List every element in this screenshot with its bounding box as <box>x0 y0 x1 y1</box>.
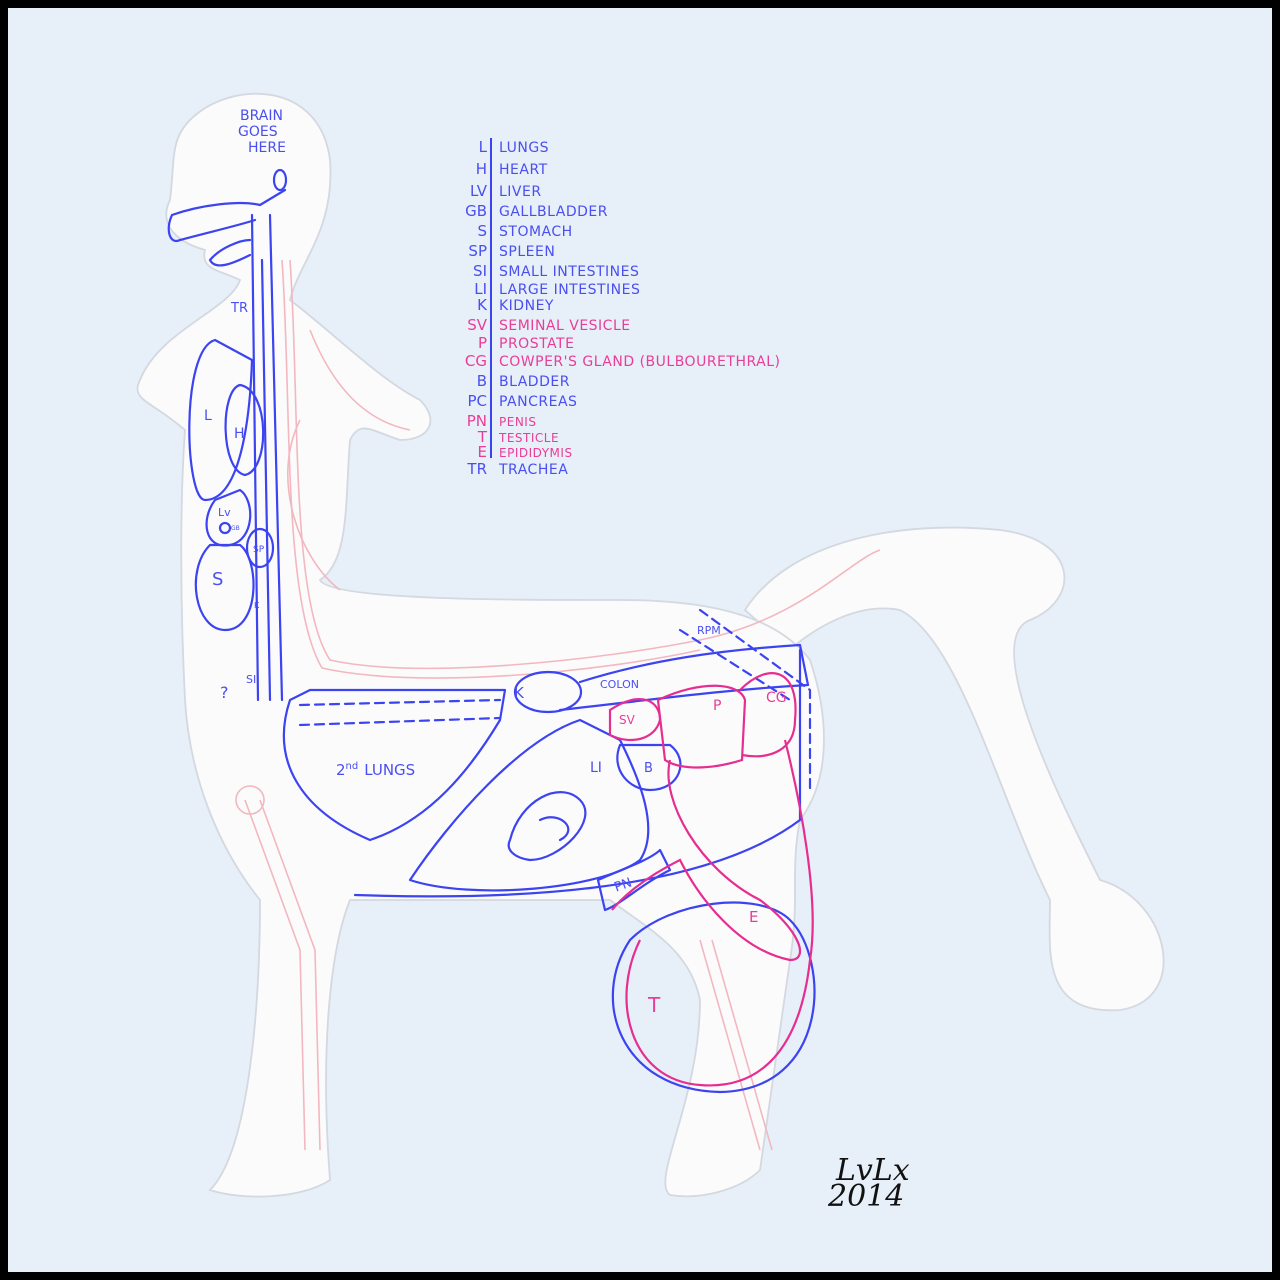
legend-key: S <box>477 222 487 240</box>
signature-year: 2014 <box>827 1179 904 1214</box>
label-rpm: RPM <box>697 624 721 637</box>
anatomy-illustration: BRAIN GOES HERE TR L H Lv GB SP S K ? SI… <box>136 92 1165 1214</box>
legend-key: P <box>478 334 487 352</box>
legend-name: SEMINAL VESICLE <box>499 318 631 334</box>
signature-name: LvLx <box>835 1153 910 1188</box>
label-brain-2: GOES <box>238 124 278 140</box>
legend-key: CG <box>465 352 487 370</box>
legend-key: PC <box>467 392 487 410</box>
legend-name: SMALL INTESTINES <box>499 264 639 280</box>
legend-name: STOMACH <box>499 224 573 240</box>
legend-row: B BLADDER <box>477 372 570 390</box>
legend-row: S STOMACH <box>477 222 572 240</box>
legend-name: LUNGS <box>499 140 549 156</box>
legend-key: E <box>478 443 487 461</box>
label-testicle: T <box>647 993 661 1017</box>
legend-name: TRACHEA <box>498 462 568 478</box>
legend-row: PN PENIS <box>467 412 536 430</box>
label-heart: H <box>234 426 245 442</box>
organs <box>167 168 816 1094</box>
legend-key: PN <box>467 412 487 430</box>
label-colon: COLON <box>600 678 639 691</box>
label-brain-1: BRAIN <box>240 108 283 124</box>
legend-name: PENIS <box>499 415 536 429</box>
organ-labels: BRAIN GOES HERE TR L H Lv GB SP S K ? SI… <box>204 108 787 1017</box>
artist-signature: LvLx 2014 <box>827 1153 910 1214</box>
legend-key: H <box>476 160 487 178</box>
skeleton <box>235 259 881 1151</box>
legend-name: PANCREAS <box>499 394 577 410</box>
legend-row: PC PANCREAS <box>467 392 577 410</box>
label-brain-3: HERE <box>248 140 286 156</box>
label-spleen: SP <box>253 545 265 555</box>
label-prostate: P <box>713 698 721 714</box>
label-small-intestines: SI <box>246 673 256 686</box>
legend-name: GALLBLADDER <box>499 204 608 220</box>
label-kidney: K <box>514 684 525 702</box>
label-large-intestines: LI <box>590 760 602 776</box>
label-unknown: ? <box>220 683 229 702</box>
legend-name: TESTICLE <box>498 431 559 445</box>
legend-name: PROSTATE <box>499 336 574 352</box>
legend-name: KIDNEY <box>499 298 554 314</box>
legend-key: B <box>477 372 487 390</box>
legend-row: K KIDNEY <box>477 296 554 314</box>
legend-key: SP <box>468 242 487 260</box>
legend-key: LI <box>474 280 487 298</box>
label-liver: Lv <box>218 506 231 519</box>
legend: L LUNGS H HEART LV LIVER GB GALLBLADDER S STOMACH… <box>465 138 780 478</box>
legend-row: P PROSTATE <box>478 334 574 352</box>
label-bladder: B <box>644 761 653 776</box>
reproductive-organs <box>608 672 814 1087</box>
legend-key: K <box>477 296 488 314</box>
legend-row: GB GALLBLADDER <box>465 202 608 220</box>
legend-row: L LUNGS <box>479 138 549 156</box>
body-silhouette <box>136 92 1165 1198</box>
legend-row: LI LARGE INTESTINES <box>474 280 640 298</box>
legend-key: SI <box>473 262 487 280</box>
label-kidney-small: K <box>254 601 260 610</box>
legend-key: GB <box>465 202 487 220</box>
legend-name: COWPER'S GLAND (BULBOURETHRAL) <box>499 354 780 370</box>
legend-row: T TESTICLE <box>477 428 559 446</box>
label-stomach: S <box>212 569 223 590</box>
legend-row: SP SPLEEN <box>468 242 555 260</box>
legend-row: CG COWPER'S GLAND (BULBOURETHRAL) <box>465 352 780 370</box>
diagram-canvas: BRAIN GOES HERE TR L H Lv GB SP S K ? SI… <box>8 8 1272 1272</box>
legend-key: T <box>477 428 488 446</box>
legend-name: HEART <box>499 162 548 178</box>
label-epididymis: E <box>749 908 758 926</box>
legend-key: LV <box>470 182 488 200</box>
label-penis: PN <box>612 875 634 895</box>
legend-name: SPLEEN <box>499 244 555 260</box>
legend-key: SV <box>467 316 488 334</box>
legend-row: E EPIDIDYMIS <box>478 443 573 461</box>
legend-name: LIVER <box>499 184 542 200</box>
label-cowpers-gland: CG <box>766 690 787 706</box>
label-seminal-vesicle: SV <box>619 713 636 727</box>
legend-row: LV LIVER <box>470 182 542 200</box>
legend-row: SI SMALL INTESTINES <box>473 262 639 280</box>
legend-name: BLADDER <box>499 374 570 390</box>
legend-name: LARGE INTESTINES <box>499 282 640 298</box>
legend-row: SV SEMINAL VESICLE <box>467 316 630 334</box>
label-trachea: TR <box>230 301 248 316</box>
legend-key: L <box>479 138 488 156</box>
legend-row: TR TRACHEA <box>466 460 568 478</box>
legend-row: H HEART <box>476 160 548 178</box>
label-gallbladder: GB <box>231 525 240 532</box>
legend-key: TR <box>466 460 487 478</box>
legend-name: EPIDIDYMIS <box>499 446 573 460</box>
label-lungs: L <box>204 408 212 424</box>
